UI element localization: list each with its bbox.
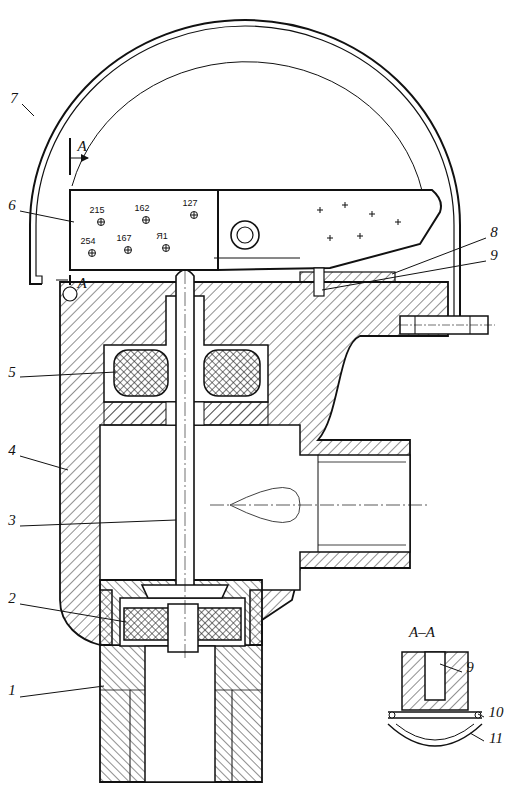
- plate-number: 167: [115, 234, 132, 243]
- callout-number: 3: [8, 513, 16, 528]
- callout-number: 9: [490, 248, 498, 263]
- plate-number: 127: [181, 199, 198, 208]
- callout-number: 2: [8, 591, 16, 606]
- section-mark: А: [77, 139, 86, 154]
- plate-number: Я1: [155, 232, 169, 241]
- callout-number: 6: [8, 198, 16, 213]
- callout-number: 7: [10, 91, 18, 106]
- callout-number: 9: [466, 660, 474, 675]
- callout-number: 10: [489, 705, 504, 720]
- callout-number: 5: [8, 365, 16, 380]
- section-title: А–А: [409, 625, 435, 640]
- callout-number: 11: [489, 731, 503, 746]
- plate-number: 215: [88, 206, 105, 215]
- section-mark: А: [77, 276, 86, 291]
- callout-number: 8: [490, 225, 498, 240]
- callout-number: 4: [8, 443, 16, 458]
- callout-number: 1: [8, 683, 16, 698]
- plate-number: 254: [79, 237, 96, 246]
- plate-number: 162: [133, 204, 150, 213]
